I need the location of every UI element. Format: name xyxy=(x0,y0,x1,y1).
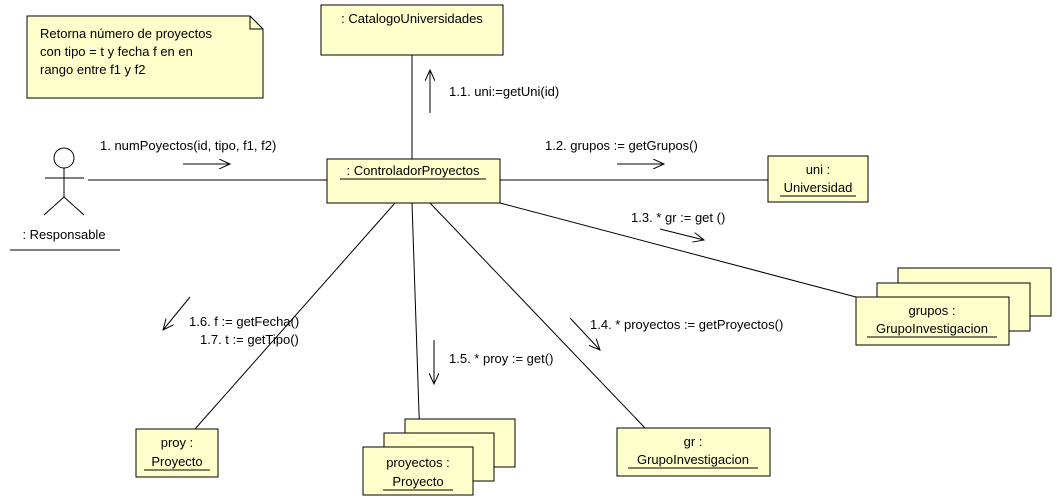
note-line-2: con tipo = t y fecha f en en xyxy=(40,44,193,59)
arrow-m1-4 xyxy=(569,317,600,350)
object-proyectos: proyectos : Proyecto xyxy=(362,418,516,496)
actor-label: : Responsable xyxy=(22,227,105,242)
note-line-3: rango entre f1 y f2 xyxy=(40,62,146,77)
gr-name: gr : xyxy=(684,434,703,449)
gr-type: GrupoInvestigacion xyxy=(637,452,749,467)
link-controlador-proy xyxy=(194,202,396,430)
object-catalogo: : CatalogoUniversidades xyxy=(320,4,504,56)
message-m1: 1. numPoyectos(id, tipo, f1, f2) xyxy=(100,138,276,153)
proy-type: Proyecto xyxy=(151,454,202,469)
object-proy: proy : Proyecto xyxy=(135,428,219,478)
proyectos-type: Proyecto xyxy=(392,474,443,489)
uni-type: Universidad xyxy=(784,180,853,195)
grupos-name: grupos : xyxy=(909,303,956,318)
link-controlador-grupos xyxy=(499,202,857,298)
note: Retorna número de proyectos con tipo = t… xyxy=(26,15,264,99)
message-labels: 1. numPoyectos(id, tipo, f1, f2) 1.1. un… xyxy=(100,84,783,366)
proy-name: proy : xyxy=(161,435,194,450)
arrow-m1-6 xyxy=(163,296,191,330)
actor-responsable: : Responsable xyxy=(10,147,120,251)
note-line-1: Retorna número de proyectos xyxy=(40,26,212,41)
object-uni: uni : Universidad xyxy=(767,155,869,203)
link-controlador-proyectos xyxy=(411,202,421,444)
catalogo-label: : CatalogoUniversidades xyxy=(341,11,483,26)
message-m1-4: 1.4. * proyectos := getProyectos() xyxy=(590,317,783,332)
object-gr: gr : GrupoInvestigacion xyxy=(616,427,771,477)
uni-name: uni : xyxy=(806,162,831,177)
message-m1-5: 1.5. * proy := get() xyxy=(449,351,553,366)
grupos-type: GrupoInvestigacion xyxy=(876,321,988,336)
message-m1-6: 1.6. f := getFecha() xyxy=(189,314,299,329)
object-controlador: : ControladorProyectos xyxy=(326,158,501,204)
link-controlador-gr xyxy=(429,202,646,429)
message-m1-2: 1.2. grupos := getGrupos() xyxy=(545,138,698,153)
message-m1-3: 1.3. * gr := get () xyxy=(631,210,725,225)
actor-head xyxy=(53,147,75,169)
controlador-label: : ControladorProyectos xyxy=(347,163,480,178)
arrow-m1-3 xyxy=(659,228,704,240)
message-arrows xyxy=(163,70,704,384)
message-m1-7: 1.7. t := getTipo() xyxy=(200,332,299,347)
object-grupos: grupos : GrupoInvestigacion xyxy=(855,267,1052,346)
message-m1-1: 1.1. uni:=getUni(id) xyxy=(449,84,559,99)
proyectos-name: proyectos : xyxy=(386,455,450,470)
links xyxy=(88,55,857,444)
